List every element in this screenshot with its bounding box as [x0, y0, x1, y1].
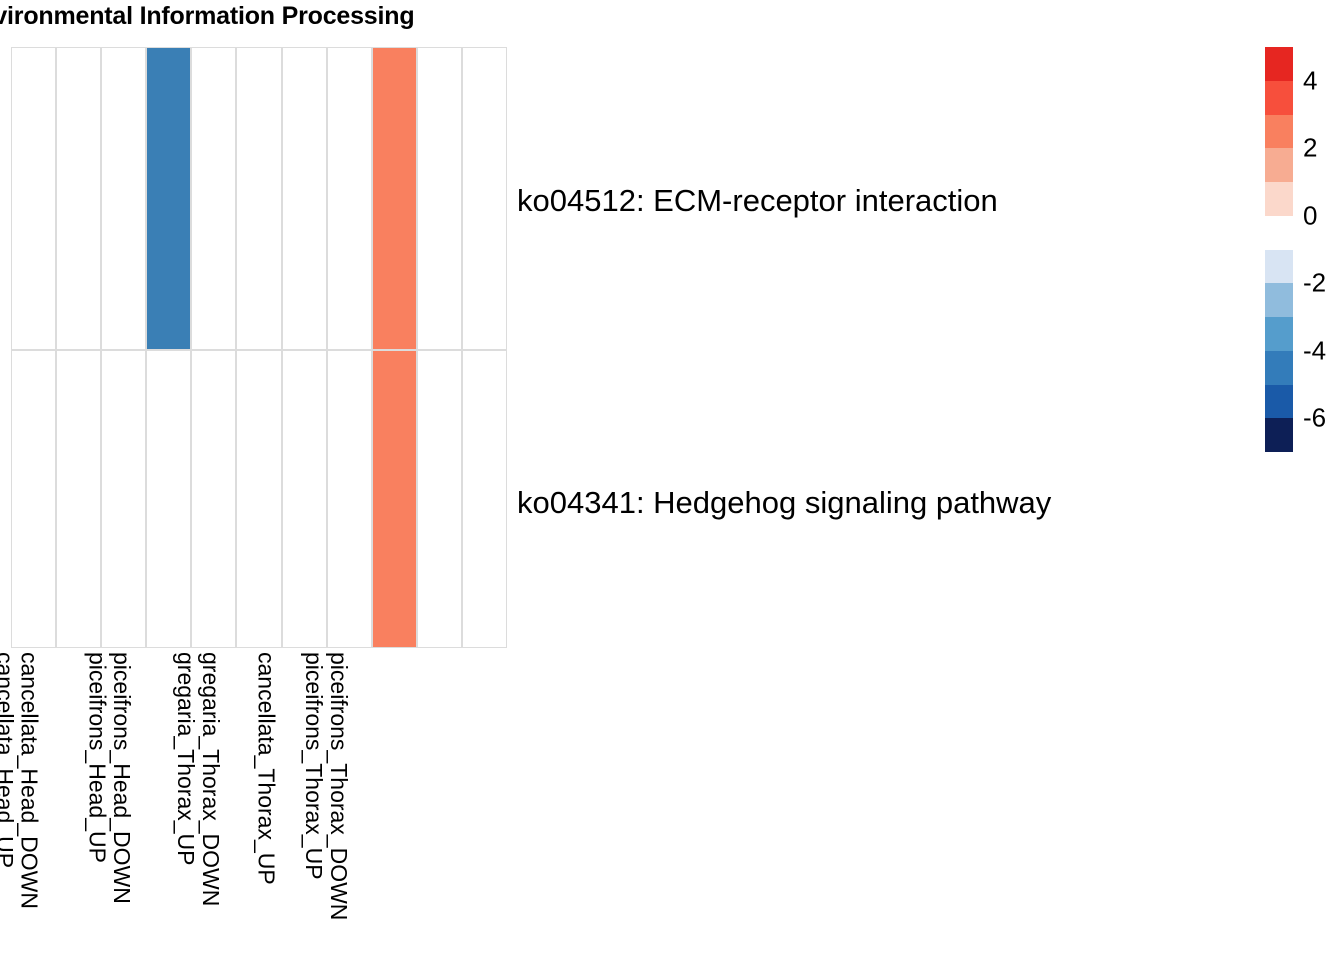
heatmap-cell[interactable]: [416, 350, 462, 648]
x-axis-label-slot: piceifrons_Thorax_DOWN: [326, 652, 507, 952]
x-axis-label-slot: cancellata_Thorax_UP: [254, 652, 417, 952]
colorbar-tick-label: -6: [1303, 402, 1327, 433]
colorbar-band: [1265, 80, 1293, 115]
heatmap-cell[interactable]: [56, 47, 102, 350]
heatmap-cell[interactable]: [461, 47, 508, 350]
colorbar-legend: [1265, 47, 1293, 452]
heatmap-cell[interactable]: [101, 47, 147, 350]
heatmap-row: [11, 350, 508, 648]
heatmap-cell[interactable]: [191, 47, 237, 350]
heatmap-cell[interactable]: [146, 350, 192, 648]
heatmap-cell[interactable]: [371, 350, 417, 648]
colorbar-band: [1265, 249, 1293, 284]
colorbar-band: [1265, 384, 1293, 419]
colorbar-band: [1265, 47, 1293, 81]
colorbar-tick-label: 2: [1303, 132, 1318, 163]
colorbar-tick-label: -2: [1303, 267, 1327, 298]
heatmap-cell[interactable]: [236, 47, 282, 350]
row-label-ko04512: ko04512: ECM-receptor interaction: [517, 183, 998, 218]
heatmap-cell[interactable]: [281, 47, 327, 350]
x-axis-tick-label: cancellata_Head_DOWN: [16, 652, 43, 909]
heatmap-cell[interactable]: [326, 350, 372, 648]
x-axis-tick-label: gregaria_Thorax_UP: [173, 652, 200, 866]
x-axis-tick-label: piceifrons_Head_DOWN: [109, 652, 136, 904]
x-axis-tick-label: piceifrons_Thorax_DOWN: [326, 652, 353, 921]
heatmap-cell[interactable]: [416, 47, 462, 350]
page-title: ment: Environmental Information Processi…: [0, 2, 415, 30]
colorbar-band: [1265, 317, 1293, 351]
x-axis-tick-label: gregaria_Thorax_DOWN: [198, 652, 225, 907]
x-axis-tick-label: piceifrons_Head_UP: [84, 652, 111, 863]
heatmap-cell[interactable]: [56, 350, 102, 648]
heatmap-cell[interactable]: [461, 350, 508, 648]
colorbar-band: [1265, 283, 1293, 317]
colorbar-band: [1265, 148, 1293, 182]
colorbar-band: [1265, 114, 1293, 149]
heatmap-cell[interactable]: [146, 47, 192, 350]
heatmap-grid: [11, 47, 508, 648]
colorbar-tick-label: -4: [1303, 335, 1327, 366]
heatmap-cell[interactable]: [11, 47, 57, 350]
heatmap-cell[interactable]: [371, 47, 417, 350]
colorbar-band: [1265, 350, 1293, 385]
colorbar-band: [1265, 215, 1293, 250]
row-label-ko04341: ko04341: Hedgehog signaling pathway: [517, 485, 1052, 520]
colorbar-tick-label: 4: [1303, 65, 1318, 96]
heatmap-row: [11, 47, 508, 350]
heatmap-cell[interactable]: [101, 350, 147, 648]
x-axis-labels: gregaria_Head_UPgregaria_Head_DOWNcancel…: [0, 652, 507, 952]
x-axis-tick-label: cancellata_Head_UP: [0, 652, 18, 869]
x-axis-label-slot: piceifrons_Thorax_UP: [302, 652, 462, 952]
heatmap-cell[interactable]: [236, 350, 282, 648]
colorbar-band: [1265, 418, 1293, 452]
heatmap-cell[interactable]: [11, 350, 57, 648]
colorbar-tick-label: 0: [1303, 200, 1318, 231]
heatmap-cell[interactable]: [326, 47, 372, 350]
heatmap-cell[interactable]: [191, 350, 237, 648]
colorbar-band: [1265, 182, 1293, 216]
x-axis-tick-label: cancellata_Thorax_UP: [253, 652, 280, 885]
x-axis-tick-label: piceifrons_Thorax_UP: [301, 652, 328, 880]
heatmap-cell[interactable]: [281, 350, 327, 648]
